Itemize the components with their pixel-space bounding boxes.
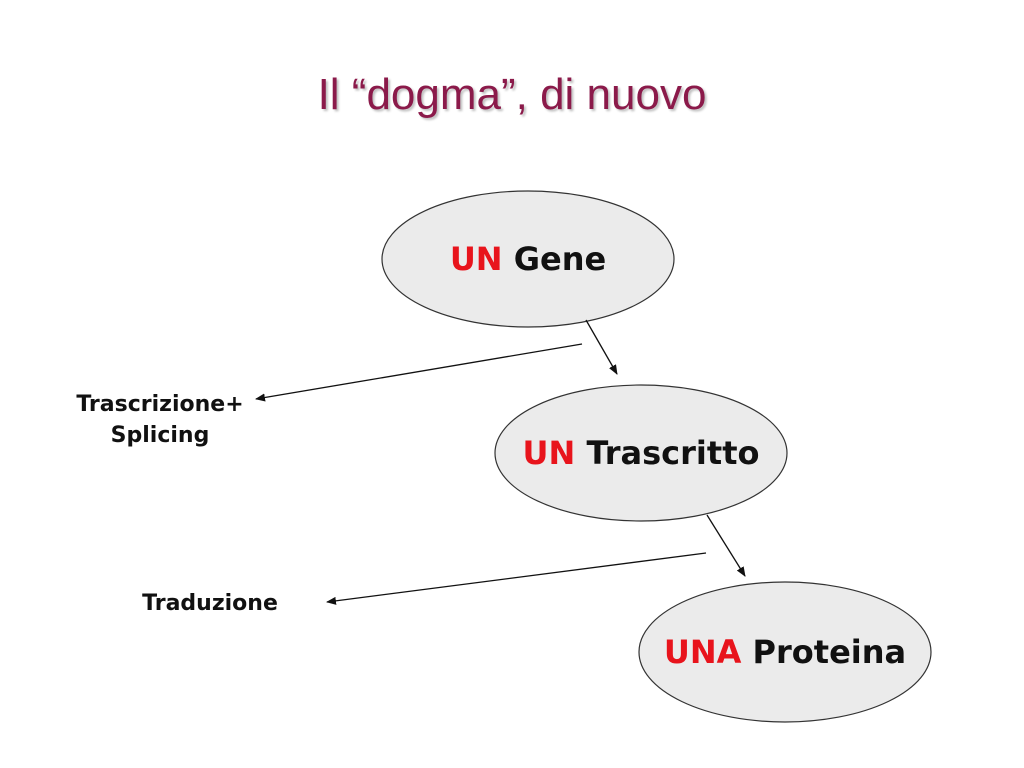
- transcript-node-accent: UN: [522, 434, 576, 472]
- transcript-node: UN Trascritto: [495, 385, 787, 521]
- transcription-step-line2: Splicing: [110, 422, 210, 448]
- transcript-node-shape: [494, 384, 788, 522]
- gene-node-label: Gene: [513, 240, 607, 278]
- transcription-step-label: Trascrizione+ Splicing: [30, 390, 290, 452]
- transcript-node-label: Trascritto: [586, 434, 760, 472]
- gene-node-accent: UN: [449, 240, 503, 278]
- protein-node-shape: [638, 581, 932, 723]
- translation-step-label: Traduzione: [110, 589, 310, 620]
- transcript-to-protein-arrow: [706, 514, 746, 577]
- transcription-step-arrow: [255, 343, 583, 402]
- transcription-step-line1: Trascrizione+: [76, 392, 244, 417]
- protein-node-label: Proteina: [752, 633, 907, 671]
- translation-step-arrow: [326, 552, 707, 605]
- gene-to-transcript-arrow: [585, 319, 618, 375]
- gene-node: UN Gene: [382, 191, 674, 327]
- gene-node-shape: [381, 190, 675, 328]
- protein-node: UNA Proteina: [639, 582, 931, 722]
- slide-title: Il “dogma”, di nuovo: [317, 70, 707, 119]
- translation-step-line1: Traduzione: [142, 591, 278, 616]
- protein-node-accent: UNA: [663, 633, 742, 671]
